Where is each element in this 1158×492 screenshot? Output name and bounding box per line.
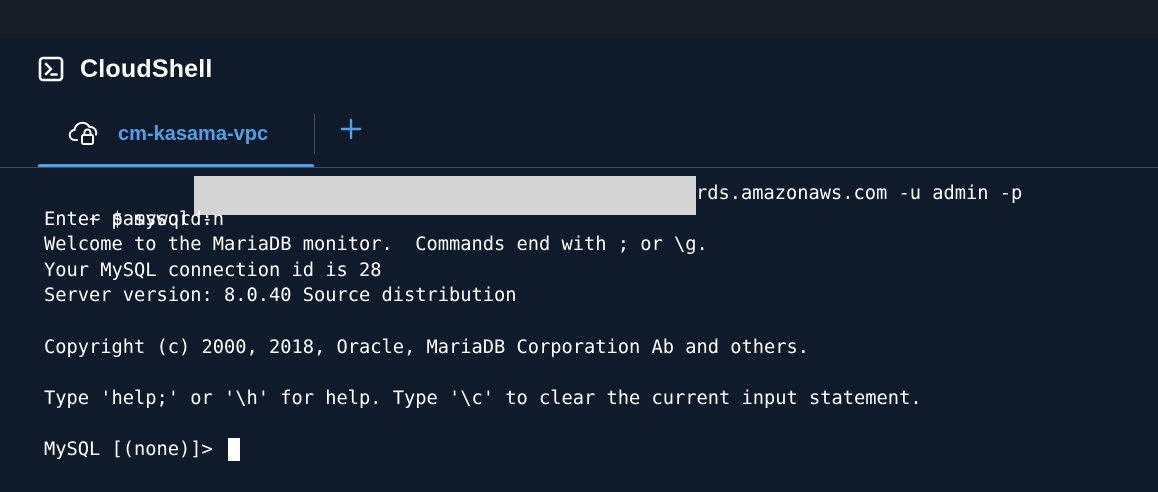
plus-icon[interactable] bbox=[336, 114, 366, 144]
redacted-hostname bbox=[194, 176, 696, 215]
tab-label: cm-kasama-vpc bbox=[118, 123, 269, 145]
terminal-prompt-icon bbox=[38, 56, 64, 82]
tab-bar-divider bbox=[0, 167, 1158, 168]
cloud-lock-icon bbox=[68, 119, 102, 147]
tab-bar: cm-kasama-vpc bbox=[0, 108, 1158, 168]
mysql-prompt: MySQL [(none)]> bbox=[44, 439, 213, 460]
terminal-line: Welcome to the MariaDB monitor. Commands… bbox=[44, 234, 708, 255]
terminal-line: Copyright (c) 2000, 2018, Oracle, MariaD… bbox=[44, 337, 810, 358]
command-suffix: rds.amazonaws.com -u admin -p bbox=[696, 183, 1023, 204]
tab-separator bbox=[314, 114, 315, 154]
page-title: CloudShell bbox=[80, 54, 213, 83]
terminal-cursor bbox=[228, 438, 240, 461]
cloudshell-header: CloudShell bbox=[38, 52, 213, 86]
terminal-output[interactable]: ~ $ mysql -h rds.amazonaws.com -u admin … bbox=[44, 176, 1144, 480]
terminal-line: Type 'help;' or '\h' for help. Type '\c'… bbox=[44, 388, 922, 409]
terminal-command-line: ~ $ mysql -h rds.amazonaws.com -u admin … bbox=[44, 176, 1022, 230]
terminal-line: Enter password: bbox=[44, 209, 213, 230]
terminal-line: Server version: 8.0.40 Source distributi… bbox=[44, 285, 517, 306]
terminal-line: Your MySQL connection id is 28 bbox=[44, 260, 382, 281]
top-navigation-bar bbox=[0, 0, 1158, 38]
tab-cm-kasama-vpc[interactable]: cm-kasama-vpc bbox=[38, 108, 314, 168]
active-tab-indicator bbox=[38, 164, 314, 168]
